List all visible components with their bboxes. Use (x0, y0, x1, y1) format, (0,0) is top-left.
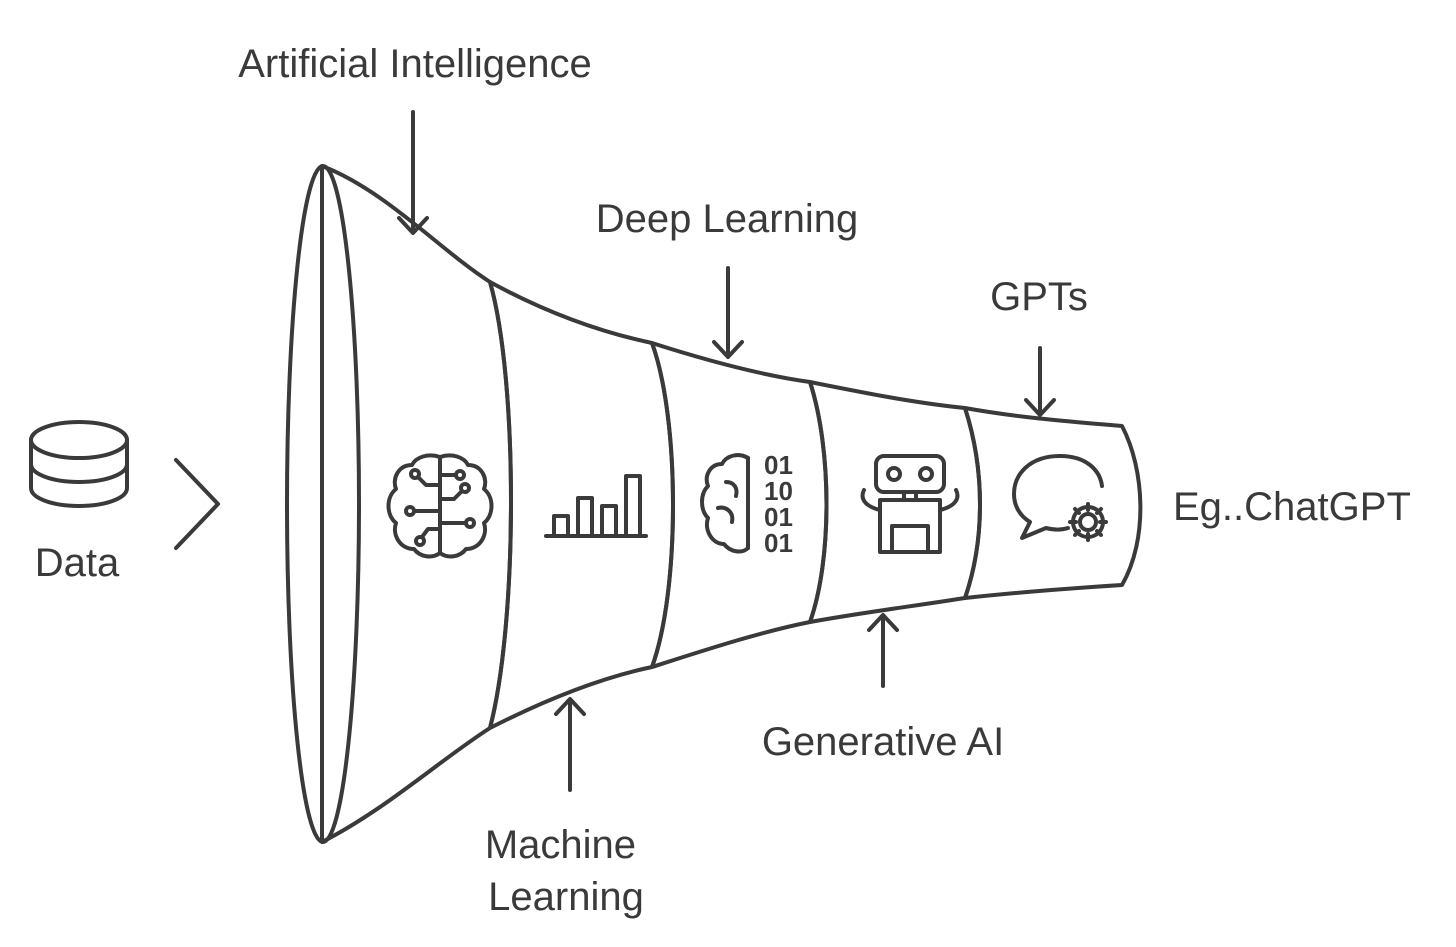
stage-label-artificial-intelligence: Artificial Intelligence (238, 42, 592, 86)
stage-label-gpts: GPTs (990, 275, 1088, 319)
database-icon (29, 420, 129, 508)
svg-text:01: 01 (764, 528, 793, 558)
funnel-segment-machine-learning (488, 280, 675, 730)
funnel-segment-deep-learning (650, 341, 829, 669)
stage-label-deep-learning: Deep Learning (596, 197, 858, 241)
arrow-down-icon (1024, 346, 1056, 417)
arrow-up-icon (554, 697, 586, 792)
brain-circuit-icon (386, 453, 494, 559)
input-label: Data (35, 541, 120, 585)
stage-label-generative-ai: Generative AI (762, 720, 1004, 764)
funnel-segment-gpts (963, 406, 1143, 600)
funnel (285, 164, 1143, 844)
bar-chart-icon (544, 474, 648, 538)
arrow-down-icon (397, 110, 429, 235)
stage-label-machine-learning-line2: Learning (488, 875, 644, 919)
arrow-down-icon (712, 266, 744, 359)
robot-icon (860, 454, 960, 554)
chat-gear-icon (1012, 454, 1108, 542)
stage-label-machine-learning-line1: Machine (485, 823, 636, 867)
chevron-right-icon (174, 458, 220, 550)
stage-label-machine-learning: Machine Learning (485, 823, 647, 919)
brain-binary-icon: 01 10 01 01 (700, 450, 793, 558)
funnel-mouth (285, 164, 361, 844)
arrow-up-icon (867, 613, 899, 688)
svg-text:01: 01 (764, 450, 793, 480)
svg-text:10: 10 (764, 476, 793, 506)
output-label: Eg..ChatGPT (1173, 485, 1411, 529)
svg-text:01: 01 (764, 502, 793, 532)
